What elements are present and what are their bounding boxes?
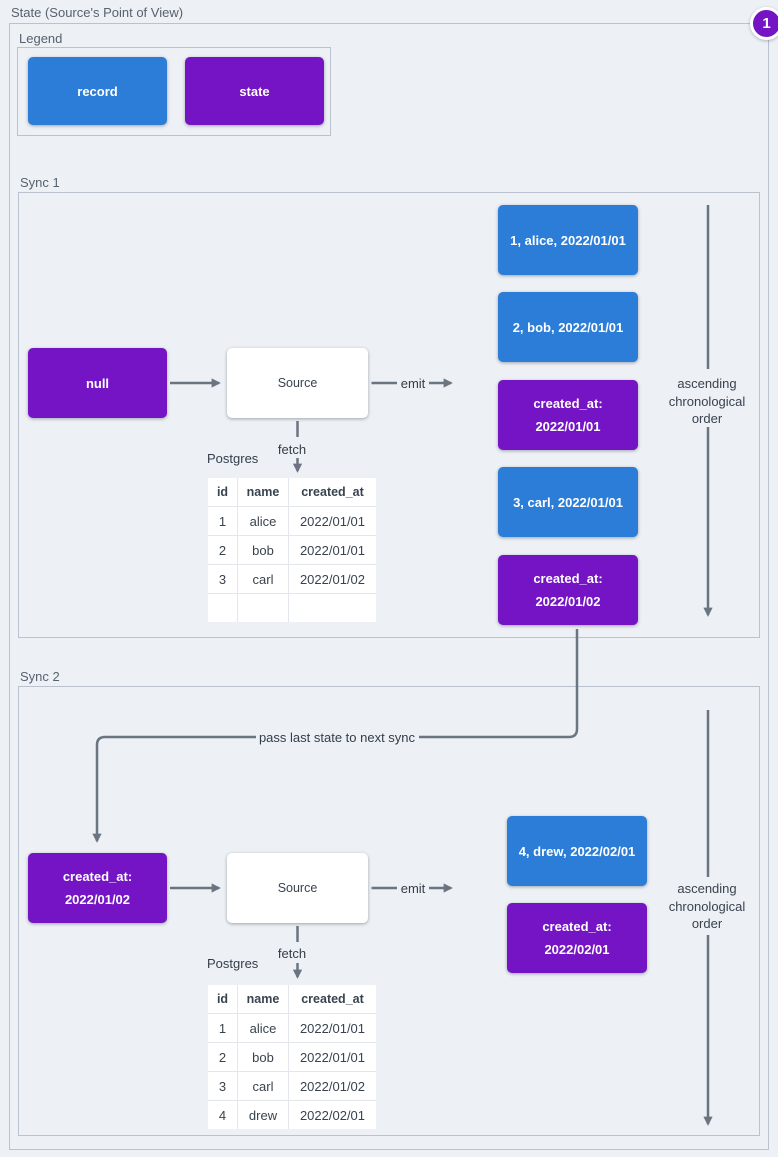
table-cell <box>208 593 238 622</box>
table-cell: 2022/01/01 <box>288 535 376 565</box>
sync1-state-1: created_at: 2022/01/01 <box>498 380 638 450</box>
table-header-row: id name created_at <box>208 478 376 507</box>
table-cell: carl <box>237 1071 289 1101</box>
record-text: 3, carl, 2022/01/01 <box>513 494 623 510</box>
sync1-input-state-box: null <box>28 348 167 418</box>
table-cell: 1 <box>208 1013 238 1043</box>
sync2-state-1: created_at: 2022/02/01 <box>507 903 647 973</box>
table-cell: 2022/02/01 <box>288 1100 376 1129</box>
order-text-line3: order <box>691 916 723 931</box>
legend-record-label: record <box>77 83 118 99</box>
sync1-col-name: name <box>237 478 289 507</box>
order-text-line2: chronological <box>668 898 746 914</box>
sync1-col-created-at: created_at <box>288 478 376 507</box>
sync1-postgres-label: Postgres <box>207 451 259 466</box>
sync2-label: Sync 2 <box>20 669 60 684</box>
table-cell <box>288 593 376 622</box>
sync2-record-1: 4, drew, 2022/02/01 <box>507 816 647 886</box>
sync1-col-id: id <box>208 478 238 507</box>
record-text: 4, drew, 2022/02/01 <box>518 843 636 859</box>
legend-label: Legend <box>19 31 63 46</box>
sync2-col-created-at: created_at <box>288 985 376 1014</box>
sync1-source-label: Source <box>277 375 318 390</box>
table-cell: 3 <box>208 564 238 594</box>
legend-state-label: state <box>239 83 270 99</box>
record-text: 2, bob, 2022/01/01 <box>512 319 624 335</box>
table-cell: drew <box>237 1100 289 1129</box>
pass-state-label: pass last state to next sync <box>258 730 416 745</box>
table-cell: 2022/01/01 <box>288 1013 376 1043</box>
table-cell: 2 <box>208 535 238 565</box>
sync1-label: Sync 1 <box>20 175 60 190</box>
order-text-line1: ascending <box>677 376 737 391</box>
sync2-source-label: Source <box>277 880 318 895</box>
table-cell: alice <box>237 506 289 536</box>
sync2-col-id: id <box>208 985 238 1014</box>
table-cell: 3 <box>208 1071 238 1101</box>
table-cell: 2022/01/02 <box>288 1071 376 1101</box>
state-text: created_at: <box>533 571 603 586</box>
sync1-input-state-text: null <box>85 375 110 391</box>
table-cell: 2022/01/02 <box>288 564 376 594</box>
table-cell: alice <box>237 1013 289 1043</box>
sync2-input-state-text: created_at: <box>62 869 133 884</box>
table-cell: 1 <box>208 506 238 536</box>
table-cell: carl <box>237 564 289 594</box>
state-text-line2: 2022/01/02 <box>535 594 601 609</box>
record-text: 1, alice, 2022/01/01 <box>510 232 626 248</box>
sync1-record-3: 3, carl, 2022/01/01 <box>498 467 638 537</box>
sync2-order-label: ascending chronological order <box>647 880 767 933</box>
step-badge: 1 <box>750 7 778 40</box>
legend-record-box: record <box>28 57 167 125</box>
sync2-source-box: Source <box>227 853 368 923</box>
group-state-pov <box>9 23 769 1150</box>
table-cell: 2022/01/01 <box>288 1042 376 1072</box>
table-cell <box>237 593 289 622</box>
state-text-line2: 2022/02/01 <box>544 942 610 957</box>
sync2-postgres-label: Postgres <box>207 956 259 971</box>
sync2-group <box>18 686 760 1136</box>
sync1-order-label: ascending chronological order <box>647 375 767 428</box>
order-text-line1: ascending <box>677 881 737 896</box>
table-cell: 4 <box>208 1100 238 1129</box>
sync2-fetch-label: fetch <box>277 946 307 961</box>
table-cell: 2 <box>208 1042 238 1072</box>
sync1-source-box: Source <box>227 348 368 418</box>
sync1-fetch-label: fetch <box>277 442 307 457</box>
sync1-record-1: 1, alice, 2022/01/01 <box>498 205 638 275</box>
sync1-emit-label: emit <box>400 376 426 391</box>
pass-state-line-right <box>419 629 579 739</box>
sync2-input-state-text-line2: 2022/01/02 <box>64 892 131 907</box>
sync1-group <box>18 192 760 638</box>
table-cell: 2022/01/01 <box>288 506 376 536</box>
sync2-col-name: name <box>237 985 289 1014</box>
table-cell: bob <box>237 1042 289 1072</box>
sync2-emit-label: emit <box>400 881 426 896</box>
table-cell: bob <box>237 535 289 565</box>
state-text: created_at: <box>533 396 603 411</box>
arrow-pass-state-left <box>92 735 256 843</box>
state-text: created_at: <box>542 919 612 934</box>
order-text-line2: chronological <box>668 393 746 409</box>
table-row <box>208 593 376 622</box>
table-header-row: id name created_at <box>208 985 376 1014</box>
order-text-line3: order <box>691 411 723 426</box>
sync2-input-state-box: created_at: 2022/01/02 <box>28 853 167 923</box>
legend-state-box: state <box>185 57 324 125</box>
sync1-state-2: created_at: 2022/01/02 <box>498 555 638 625</box>
diagram-title: State (Source's Point of View) <box>11 5 184 20</box>
sync1-record-2: 2, bob, 2022/01/01 <box>498 292 638 362</box>
state-text-line2: 2022/01/01 <box>535 419 601 434</box>
legend-group <box>17 47 331 136</box>
